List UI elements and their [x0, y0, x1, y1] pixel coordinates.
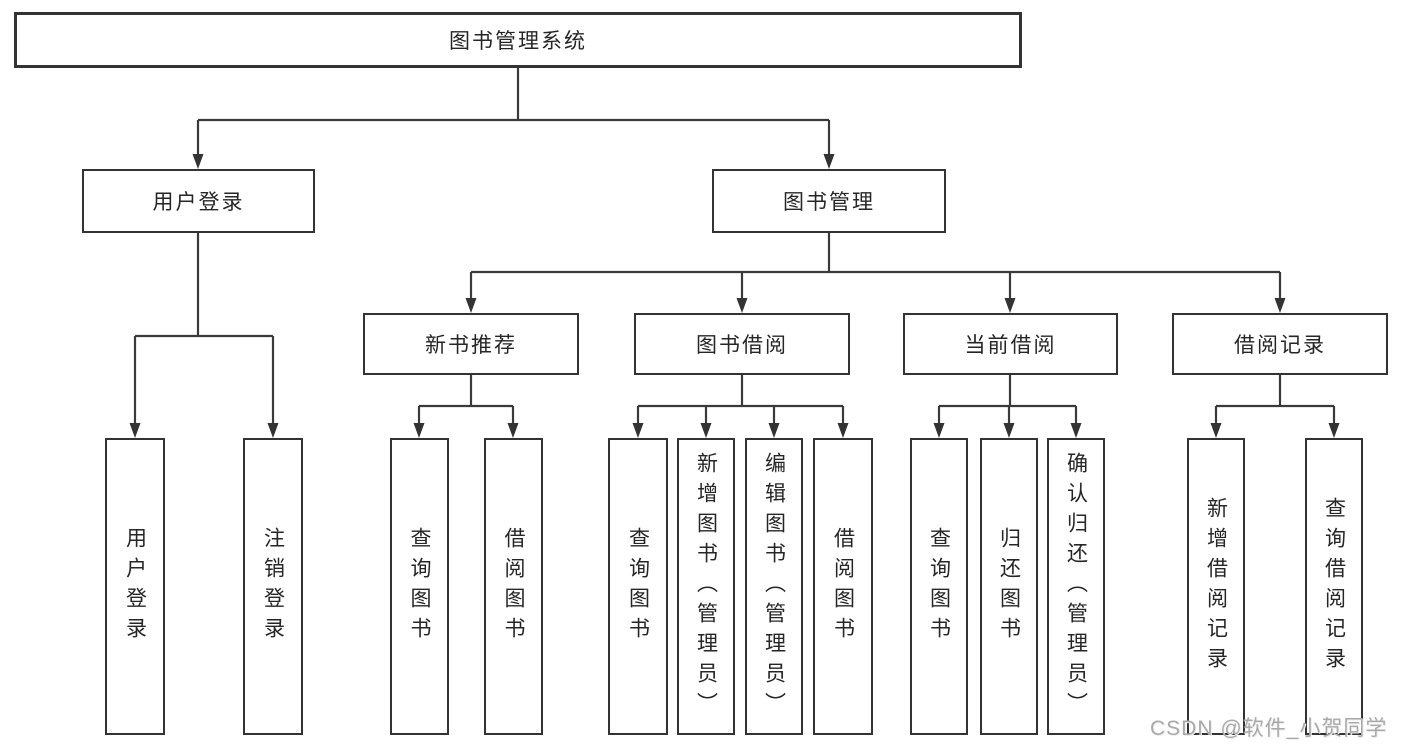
connector-borrow-records-to-leaves	[1214, 375, 1336, 425]
arrow-down-icon	[413, 423, 425, 438]
arrow-down-icon	[700, 423, 712, 438]
node-root-library-system: 图书管理系统	[14, 12, 1022, 68]
leaf-query-borrow-record: 查询借阅记录	[1305, 438, 1363, 735]
leaf-confirm-return-admin: 确认归还（管理员）	[1047, 438, 1105, 735]
node-current-borrowing: 当前借阅	[903, 313, 1118, 375]
connector-root-to-level2	[196, 68, 831, 156]
leaf-add-borrow-record: 新增借阅记录	[1187, 438, 1245, 735]
leaf-borrow-books: 借阅图书	[813, 438, 873, 735]
leaf-query-books-current: 查询图书	[910, 438, 968, 735]
node-borrowing-records: 借阅记录	[1172, 313, 1388, 375]
node-book-borrowing: 图书借阅	[634, 313, 850, 375]
arrow-down-icon	[1274, 298, 1286, 313]
leaf-logout: 注销登录	[243, 438, 303, 735]
arrow-down-icon	[192, 154, 204, 169]
leaf-borrow-books-recommend: 借阅图书	[484, 438, 543, 735]
leaf-edit-book-admin: 编辑图书（管理员）	[745, 438, 803, 735]
connector-user-login-to-leaves	[133, 233, 275, 425]
connector-book-borrow-to-leaves	[636, 375, 845, 425]
arrow-down-icon	[507, 423, 519, 438]
watermark: CSDN @软件_小贺同学	[1150, 717, 1388, 740]
arrow-down-icon	[837, 423, 849, 438]
connector-current-borrow-to-leaves	[937, 375, 1078, 425]
arrow-down-icon	[1328, 423, 1340, 438]
leaf-query-books-borrowing: 查询图书	[608, 438, 668, 735]
leaf-return-book: 归还图书	[980, 438, 1038, 735]
arrow-down-icon	[632, 423, 644, 438]
arrow-down-icon	[823, 154, 835, 169]
arrowheads	[129, 154, 1340, 438]
arrow-down-icon	[465, 298, 477, 313]
arrow-down-icon	[736, 298, 748, 313]
node-book-management: 图书管理	[712, 169, 946, 233]
arrow-down-icon	[1210, 423, 1222, 438]
arrow-down-icon	[933, 423, 945, 438]
arrow-down-icon	[267, 423, 279, 438]
arrow-down-icon	[768, 423, 780, 438]
connector-book-mgmt-to-level3	[469, 233, 1282, 300]
node-user-login: 用户登录	[82, 169, 315, 233]
leaf-user-login: 用户登录	[105, 438, 165, 735]
arrow-down-icon	[1070, 423, 1082, 438]
arrow-down-icon	[1004, 298, 1016, 313]
arrow-down-icon	[129, 423, 141, 438]
leaf-query-books-recommend: 查询图书	[390, 438, 449, 735]
node-new-book-recommend: 新书推荐	[363, 313, 579, 375]
arrow-down-icon	[1003, 423, 1015, 438]
leaf-add-book-admin: 新增图书（管理员）	[677, 438, 735, 735]
connector-new-book-to-leaves	[417, 375, 515, 425]
